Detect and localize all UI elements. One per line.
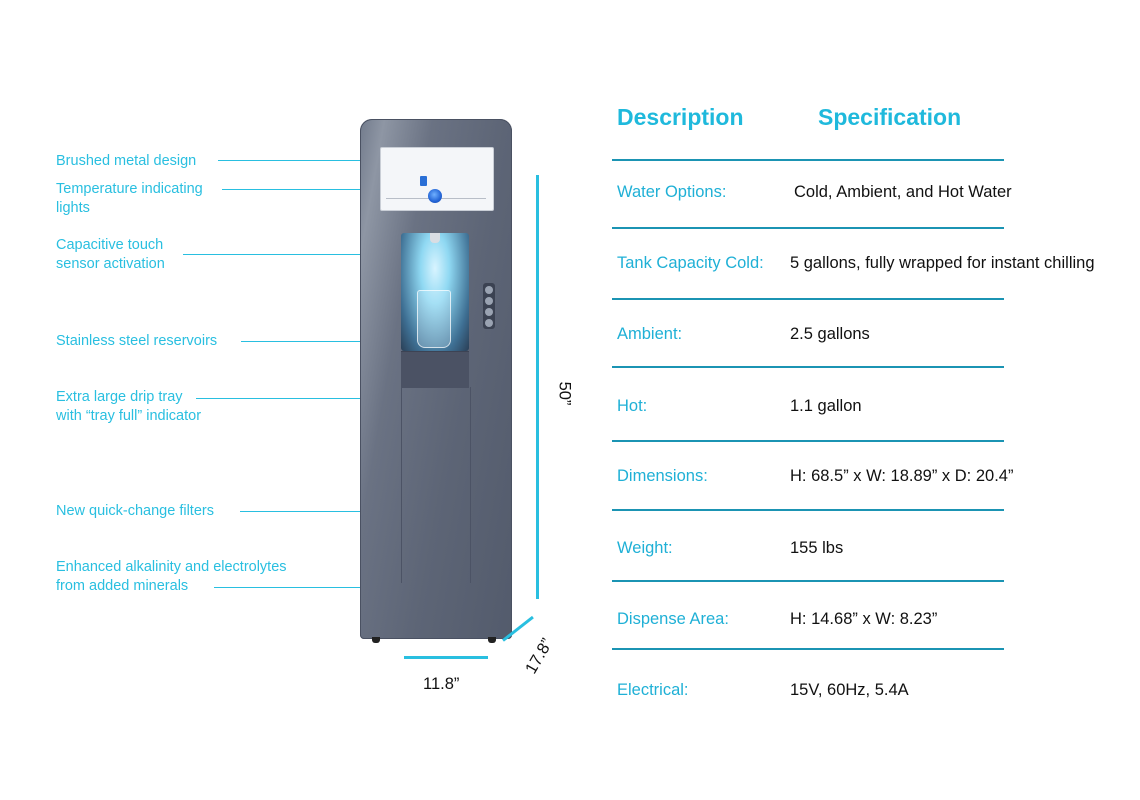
spec-label: Weight:	[617, 539, 673, 557]
side-button-panel	[483, 283, 495, 329]
temperature-light-icon	[420, 176, 427, 186]
foot-icon	[488, 637, 496, 643]
spec-value: 15V, 60Hz, 5.4A	[790, 681, 909, 699]
side-button-icon	[485, 308, 493, 316]
callout-alkalinity: Enhanced alkalinity and electrolytes fro…	[56, 559, 287, 594]
spec-label: Tank Capacity Cold:	[617, 254, 764, 272]
spec-label: Hot:	[617, 397, 648, 415]
spec-value: 1.1 gallon	[790, 397, 862, 415]
side-button-icon	[485, 286, 493, 294]
row-divider	[612, 440, 1004, 442]
drip-tray	[401, 351, 469, 388]
row-divider	[612, 648, 1004, 650]
side-button-icon	[485, 297, 493, 305]
width-dimension-line	[404, 656, 488, 659]
spec-value: 2.5 gallons	[790, 325, 870, 343]
leader-line	[196, 398, 385, 399]
callout-touch-sensor: Capacitive touch sensor activation	[56, 237, 165, 272]
spec-value: H: 14.68” x W: 8.23”	[790, 610, 938, 628]
touch-sensor-icon	[428, 189, 442, 203]
glass-icon	[417, 290, 451, 348]
callout-drip-tray: Extra large drip tray with “tray full” i…	[56, 389, 202, 424]
row-divider	[612, 509, 1004, 511]
leader-line	[214, 587, 390, 588]
callout-brushed-metal: Brushed metal design	[56, 153, 197, 169]
callout-temperature-lights: Temperature indicating lights	[56, 181, 203, 216]
height-dimension-label: 50”	[555, 381, 574, 406]
height-dimension-line	[536, 175, 539, 599]
callout-filters: New quick-change filters	[56, 503, 214, 519]
spec-value: Cold, Ambient, and Hot Water	[794, 183, 1012, 201]
dispense-area	[401, 233, 469, 351]
spec-label: Dispense Area:	[617, 610, 729, 628]
depth-dimension-label: 17.8”	[522, 635, 557, 677]
description-header: Description	[617, 104, 744, 130]
width-dimension-label: 11.8”	[423, 675, 460, 693]
leader-line	[222, 189, 468, 190]
foot-icon	[372, 637, 380, 643]
spec-value: 155 lbs	[790, 539, 844, 557]
spec-label: Electrical:	[617, 681, 689, 699]
nozzle-icon	[430, 233, 440, 243]
side-button-icon	[485, 319, 493, 327]
spec-label: Water Options:	[617, 183, 727, 201]
spec-value: 5 gallons, fully wrapped for instant chi…	[790, 254, 1095, 272]
row-divider	[612, 366, 1004, 368]
spec-label: Dimensions:	[617, 467, 708, 485]
specification-header: Specification	[818, 104, 962, 130]
leader-line	[183, 254, 429, 255]
row-divider	[612, 580, 1004, 582]
callout-reservoirs: Stainless steel reservoirs	[56, 333, 218, 349]
row-divider	[612, 298, 1004, 300]
row-divider	[612, 159, 1004, 161]
spec-label: Ambient:	[617, 325, 683, 343]
spec-value: H: 68.5” x W: 18.89” x D: 20.4”	[790, 467, 1014, 485]
row-divider	[612, 227, 1004, 229]
leader-line	[240, 511, 390, 512]
leader-line	[241, 341, 370, 342]
filter-door	[401, 387, 471, 583]
leader-line	[218, 160, 360, 161]
